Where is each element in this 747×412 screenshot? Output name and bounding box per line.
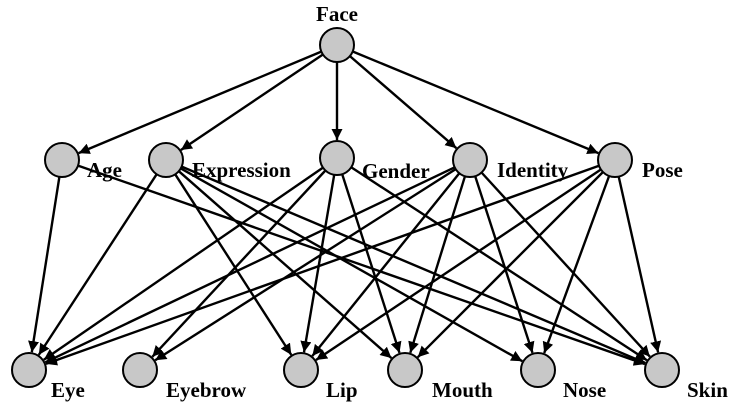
edge-expression-to-mouth (178, 170, 393, 360)
node-mouth (387, 352, 423, 388)
node-label-pose: Pose (642, 158, 683, 182)
edge-age-to-eye (28, 176, 61, 353)
node-lip (283, 352, 319, 388)
edge-face-to-expression (180, 53, 324, 151)
node-label-identity: Identity (497, 158, 569, 182)
node-label-mouth: Mouth (432, 378, 493, 402)
edge-gender-to-eye (43, 166, 324, 361)
node-label-age: Age (87, 158, 122, 182)
edge-gender-to-lip (300, 174, 336, 353)
edge-pose-to-skin (617, 176, 662, 353)
edge-identity-to-lip (311, 172, 461, 357)
node-gender (319, 140, 355, 176)
node-label-face: Face (316, 2, 358, 26)
nodes-layer (11, 27, 680, 388)
edge-identity-to-eye (44, 166, 456, 364)
node-skin (644, 352, 680, 388)
node-expression (148, 142, 184, 178)
edge-gender-to-skin (350, 166, 648, 362)
node-label-lip: Lip (326, 378, 358, 402)
edge-pose-to-eye (45, 164, 600, 366)
edge-expression-to-eye (37, 173, 158, 356)
edge-face-to-identity (349, 55, 458, 150)
node-label-expression: Expression (192, 158, 291, 182)
node-label-gender: Gender (362, 159, 430, 183)
edge-gender-to-mouth (341, 173, 402, 354)
edge-identity-to-skin (480, 171, 651, 358)
edge-identity-to-nose (474, 175, 535, 354)
node-eyebrow (122, 352, 158, 388)
edge-gender-to-eyebrow (151, 169, 327, 358)
node-nose (520, 352, 556, 388)
node-age (44, 142, 80, 178)
node-pose (597, 142, 633, 178)
edge-face-to-age (78, 50, 322, 155)
edge-expression-to-nose (180, 167, 523, 363)
node-face (319, 27, 355, 63)
edge-pose-to-mouth (416, 171, 604, 359)
edge-identity-to-mouth (408, 175, 467, 354)
node-label-eyebrow: Eyebrow (166, 378, 247, 402)
node-identity (452, 142, 488, 178)
node-label-nose: Nose (563, 378, 606, 402)
edge-pose-to-lip (315, 168, 602, 361)
node-label-eye: Eye (51, 378, 85, 402)
edge-pose-to-nose (542, 175, 611, 354)
edges-layer (28, 50, 662, 366)
edge-identity-to-eyebrow (154, 168, 457, 362)
edge-expression-to-lip (174, 173, 293, 356)
edge-age-to-skin (77, 164, 646, 366)
node-eye (11, 352, 47, 388)
node-label-skin: Skin (687, 378, 728, 402)
edge-expression-to-skin (181, 165, 646, 365)
edge-face-to-pose (352, 50, 599, 155)
